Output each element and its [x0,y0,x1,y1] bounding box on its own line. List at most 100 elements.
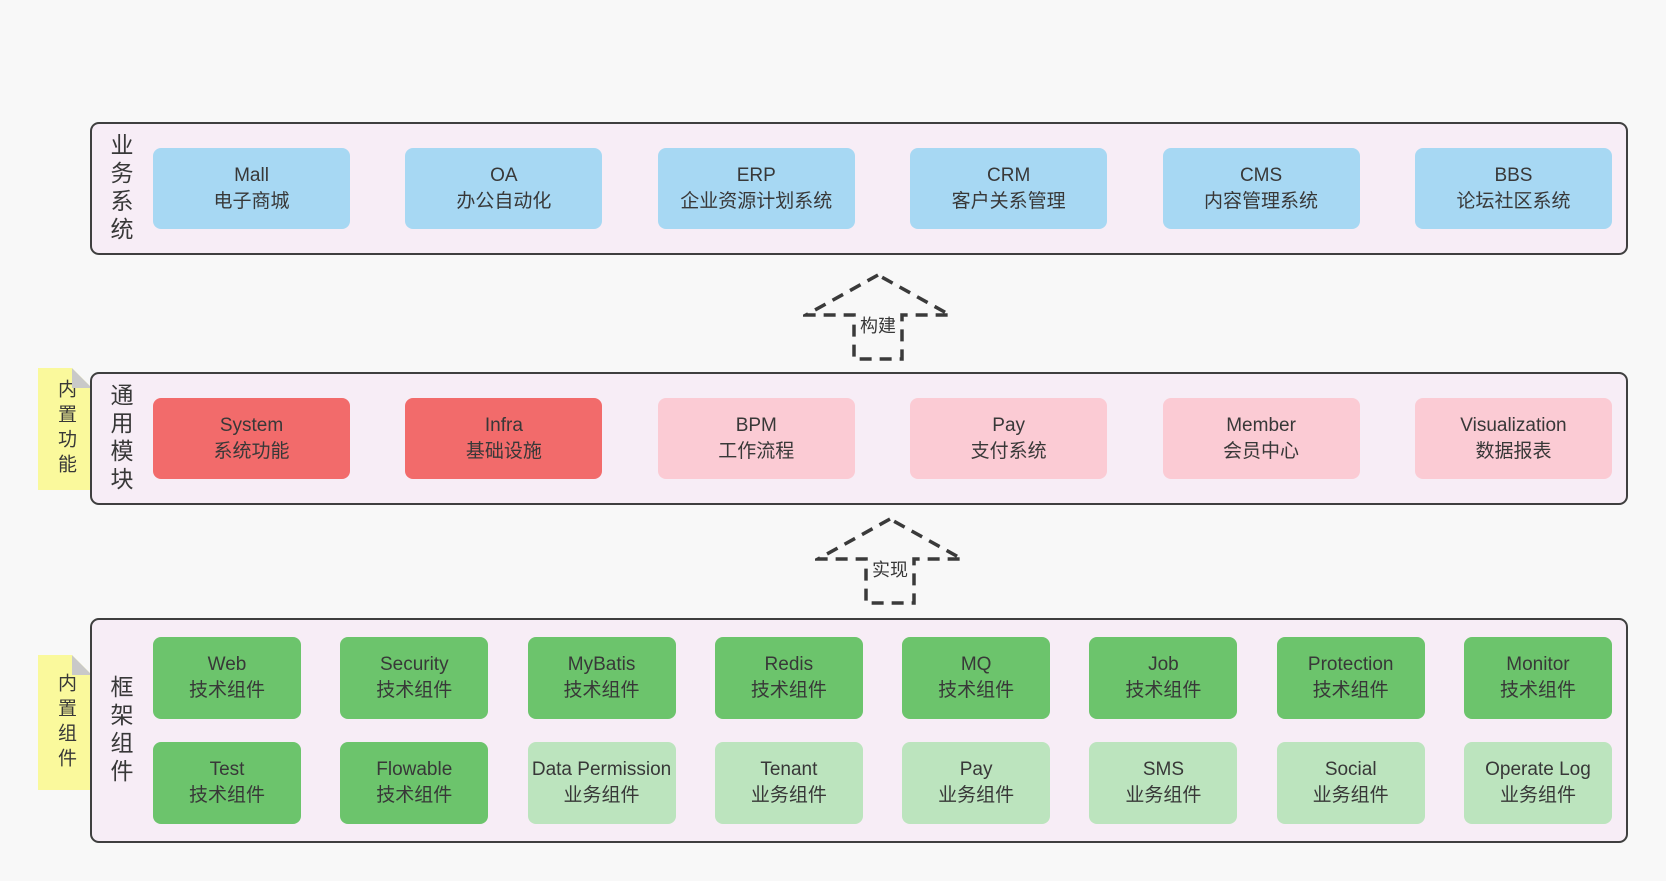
box-title: Social [1324,759,1377,780]
box-subtitle: 业务组件 [1125,785,1202,806]
box-subtitle: 技术组件 [188,680,265,701]
component-box-visualization: Visualization 数据报表 [1414,398,1612,479]
component-box-test: Test 技术组件 [153,742,301,824]
box-title: Monitor [1506,654,1570,675]
sticky-note-built-in-features: 内置功能 [38,368,92,490]
component-box-sms: SMS 业务组件 [1089,742,1238,824]
box-title: Visualization [1460,414,1567,436]
arrow-label-wrap: 构建 [803,311,953,339]
band-label-framework-components: 框架组件 [107,674,133,787]
box-title: Security [379,654,449,675]
component-box-member: Member 会员中心 [1162,398,1360,479]
box-title: OA [490,164,518,186]
box-title: Pay [959,759,993,780]
box-subtitle: 电子商城 [213,190,290,212]
component-box-bbs: BBS 论坛社区系统 [1414,148,1612,229]
box-subtitle: 业务组件 [563,785,640,806]
sticky-note-built-in-components: 内置组件 [38,655,92,790]
build-arrow: 构建 [803,272,953,362]
component-box-infra: Infra 基础设施 [405,398,603,479]
box-subtitle: 论坛社区系统 [1456,190,1571,212]
box-subtitle: 技术组件 [1312,680,1389,701]
component-box-security: Security 技术组件 [340,637,489,719]
component-box-bpm: BPM 工作流程 [657,398,855,479]
box-subtitle: 工作流程 [718,440,795,462]
box-title: Pay [992,414,1026,436]
implement-arrow: 实现 [815,516,965,606]
component-box-pay: Pay 支付系统 [910,398,1108,479]
box-title: Data Permission [531,759,672,780]
box-title: System [219,414,284,436]
box-subtitle: 数据报表 [1475,440,1552,462]
box-subtitle: 业务组件 [1312,785,1389,806]
box-title: CRM [987,164,1031,186]
box-subtitle: 内容管理系统 [1204,190,1319,212]
box-subtitle: 技术组件 [188,785,265,806]
box-title: Redis [764,654,814,675]
component-box-operate-log: Operate Log 业务组件 [1463,742,1612,824]
box-title: Job [1148,654,1179,675]
component-box-mybatis: MyBatis 技术组件 [527,637,676,719]
component-box-monitor: Monitor 技术组件 [1463,637,1612,719]
box-subtitle: 业务组件 [1499,785,1576,806]
band-label-business-systems: 业务系统 [107,132,133,245]
band-label-common-modules: 通用模块 [107,382,133,495]
box-title: BBS [1494,164,1533,186]
component-box-pay: Pay 业务组件 [902,742,1051,824]
sticky-label: 内置功能 [55,379,76,479]
component-box-redis: Redis 技术组件 [714,637,863,719]
box-title: BPM [735,414,777,436]
box-subtitle: 企业资源计划系统 [680,190,833,212]
box-title: Member [1226,414,1296,436]
box-subtitle: 技术组件 [376,680,453,701]
component-box-data-permission: Data Permission 业务组件 [527,742,676,824]
box-title: Infra [484,414,523,436]
box-title: ERP [736,164,776,186]
up-arrow-icon [815,516,965,605]
box-subtitle: 基础设施 [465,440,542,462]
component-box-protection: Protection 技术组件 [1276,637,1425,719]
box-title: Mall [234,164,269,186]
arrow-label-wrap: 实现 [815,555,965,583]
component-box-tenant: Tenant 业务组件 [714,742,863,824]
box-subtitle: 支付系统 [970,440,1047,462]
box-title: Operate Log [1485,759,1591,780]
box-subtitle: 技术组件 [750,680,827,701]
up-arrow-icon [803,272,953,361]
box-title: CMS [1239,164,1283,186]
box-subtitle: 技术组件 [1499,680,1576,701]
box-title: Test [209,759,245,780]
box-title: Protection [1307,654,1394,675]
box-title: MyBatis [567,654,636,675]
box-subtitle: 技术组件 [376,785,453,806]
component-box-social: Social 业务组件 [1276,742,1425,824]
component-box-mall: Mall 电子商城 [153,148,350,229]
box-subtitle: 业务组件 [750,785,827,806]
box-subtitle: 技术组件 [563,680,640,701]
sticky-label: 内置组件 [55,672,76,773]
implement-arrow-label: 实现 [872,560,908,580]
box-subtitle: 会员中心 [1223,440,1300,462]
box-subtitle: 业务组件 [938,785,1015,806]
box-subtitle: 技术组件 [938,680,1015,701]
box-title: SMS [1142,759,1184,780]
box-title: Tenant [760,759,818,780]
component-box-erp: ERP 企业资源计划系统 [657,148,855,229]
folded-corner-icon [72,368,92,388]
